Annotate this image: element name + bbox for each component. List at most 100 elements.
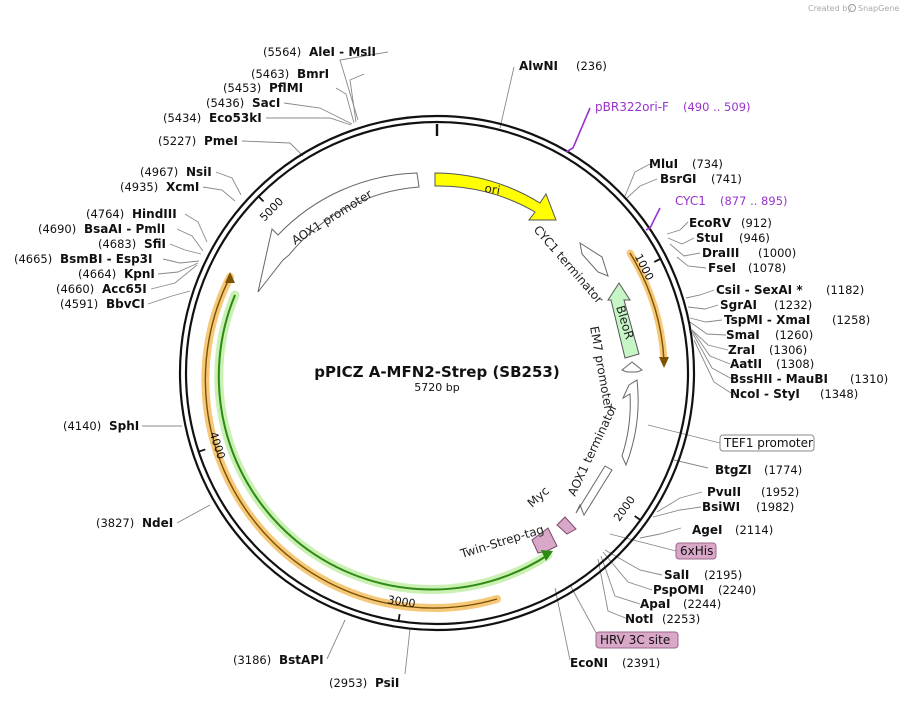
orange-right-arc-core xyxy=(629,252,665,361)
enzyme-name-pmei[interactable]: PmeI xyxy=(204,134,238,148)
primer-name-pbr322ori-f[interactable]: pBR322ori-F xyxy=(595,100,669,114)
enzyme-name-noti[interactable]: NotI xyxy=(625,612,654,626)
enzyme-name-alei[interactable]: AleI - MslI xyxy=(309,45,376,59)
pbr322ori-f-primer-mark[interactable] xyxy=(565,107,591,153)
enzyme-name-acc65i[interactable]: Acc65I xyxy=(102,282,147,296)
enzyme-pos-acc65i: (4660) xyxy=(56,282,94,296)
orange-left-arrowhead xyxy=(225,272,235,283)
scale-tick xyxy=(397,613,401,623)
enzyme-name-stui[interactable]: StuI xyxy=(696,231,723,245)
enzyme-pos-bmri: (5463) xyxy=(251,67,289,81)
backbone-outer-strand xyxy=(178,114,696,632)
scale-tick-label: 3000 xyxy=(387,593,417,610)
enzyme-name-sgrai[interactable]: SgrAI xyxy=(720,298,757,312)
enzyme-name-apai[interactable]: ApaI xyxy=(640,597,670,611)
em7-promoter-label: EM7 promoter xyxy=(587,325,616,411)
enzyme-name-psii[interactable]: PsiI xyxy=(375,676,399,690)
enzyme-pos-bbvci: (4591) xyxy=(60,297,98,311)
enzyme-name-pflmi[interactable]: PflMI xyxy=(269,81,303,95)
enzyme-name-hindiii[interactable]: HindIII xyxy=(132,207,177,221)
enzyme-name-tspmi[interactable]: TspMI - XmaI xyxy=(724,313,810,327)
green-left-arc-core xyxy=(217,294,549,591)
enzyme-name-bmri[interactable]: BmrI xyxy=(297,67,329,81)
tef1-promoter-box[interactable] xyxy=(719,434,815,452)
enzyme-name-bsaai[interactable]: BsaAI - PmlI xyxy=(84,222,165,236)
aox1-terminator-lower-feature[interactable] xyxy=(575,465,613,517)
enzyme-name-bsrgi[interactable]: BsrGI xyxy=(660,172,697,186)
enzyme-pos-pflmi: (5453) xyxy=(223,81,261,95)
enzyme-name-bsshii[interactable]: BssHII - MauBI xyxy=(730,372,828,386)
feature-layer xyxy=(201,172,669,613)
enzyme-pos-ncoi: (1348) xyxy=(820,387,858,401)
bleor-feature[interactable] xyxy=(607,282,640,359)
scale-tick xyxy=(197,448,206,453)
primer-labels: pBR322ori-F (490 .. 509) CYC1 (877 .. 89… xyxy=(595,100,788,208)
enzyme-pos-pspomi: (2240) xyxy=(718,583,756,597)
enzyme-pos-bsmbi: (4665) xyxy=(14,252,52,266)
enzyme-name-agei[interactable]: AgeI xyxy=(692,523,722,537)
em7-promoter-feature[interactable] xyxy=(621,361,643,373)
enzyme-name-eco53ki[interactable]: Eco53kI xyxy=(209,111,262,125)
enzyme-name-sphi[interactable]: SphI xyxy=(109,419,139,433)
orange-right-arrowhead xyxy=(659,357,669,368)
tef1-promoter-label: TEF1 promoter xyxy=(723,436,813,450)
plasmid-title: pPICZ A-MFN2-Strep (SB253) xyxy=(314,363,559,381)
enzyme-pos-ndei: (3827) xyxy=(96,516,134,530)
enzyme-name-sali[interactable]: SalI xyxy=(664,568,689,582)
scale-tick xyxy=(634,515,642,522)
aox1-terminator-feature[interactable] xyxy=(621,379,639,467)
enzyme-pos-psii: (2953) xyxy=(329,676,367,690)
enzyme-name-bbvci[interactable]: BbvCI xyxy=(106,297,145,311)
enzyme-name-bstapi[interactable]: BstAPI xyxy=(279,653,324,667)
cyc1-terminator-feature[interactable] xyxy=(579,241,609,277)
enzyme-pos-hindiii: (4764) xyxy=(86,207,124,221)
snapgene-brand-text: SnapGene xyxy=(858,4,899,13)
myc-tag-feature[interactable] xyxy=(556,516,577,535)
enzyme-pos-alwni: (236) xyxy=(576,59,607,73)
enzyme-pos-sfii: (4683) xyxy=(98,237,136,251)
enzyme-pos-nsii: (4967) xyxy=(140,165,178,179)
enzyme-name-mlui[interactable]: MluI xyxy=(649,157,678,171)
aox1-terminator-label: AOX1 terminator xyxy=(565,402,620,499)
enzyme-name-pvuii[interactable]: PvuII xyxy=(707,485,741,499)
enzyme-pos-zrai: (1306) xyxy=(769,343,807,357)
enzyme-name-aatii[interactable]: AatII xyxy=(730,357,762,371)
enzyme-name-sfii[interactable]: SfiI xyxy=(144,237,166,251)
enzyme-pos-draiii: (1000) xyxy=(758,246,796,260)
enzyme-name-kpni[interactable]: KpnI xyxy=(124,267,155,281)
6xhis-box[interactable] xyxy=(675,542,717,560)
primer-name-cyc1[interactable]: CYC1 xyxy=(675,194,706,208)
enzyme-name-bsmbi[interactable]: BsmBI - Esp3I xyxy=(60,252,152,266)
enzyme-pos-pmei: (5227) xyxy=(158,134,196,148)
enzyme-name-saci[interactable]: SacI xyxy=(252,96,280,110)
primer-range-cyc1: (877 .. 895) xyxy=(720,194,788,208)
enzyme-name-draiii[interactable]: DraIII xyxy=(702,246,739,260)
cyc1-primer-mark[interactable] xyxy=(645,207,661,231)
enzyme-name-alwni[interactable]: AlwNI xyxy=(519,59,558,73)
green-left-arrowhead xyxy=(541,550,553,561)
enzyme-name-ecorv[interactable]: EcoRV xyxy=(689,216,732,230)
orange-left-arc-feature[interactable] xyxy=(201,273,501,613)
enzyme-name-bsiwi[interactable]: BsiWI xyxy=(702,500,740,514)
hrv-3c-site-box[interactable] xyxy=(595,631,679,649)
twin-strep-tag-feature[interactable] xyxy=(531,527,558,554)
enzyme-name-btgzi[interactable]: BtgZI xyxy=(715,463,752,477)
enzyme-name-xcmi[interactable]: XcmI xyxy=(166,180,199,194)
enzyme-name-fsei[interactable]: FseI xyxy=(708,261,736,275)
enzyme-name-ncoi[interactable]: NcoI - StyI xyxy=(730,387,800,401)
enzyme-name-zrai[interactable]: ZraI xyxy=(728,343,755,357)
enzyme-pos-econi: (2391) xyxy=(622,656,660,670)
ori-feature[interactable] xyxy=(434,172,557,221)
enzyme-name-econi[interactable]: EcoNI xyxy=(570,656,608,670)
enzyme-pos-bsaai: (4690) xyxy=(38,222,76,236)
enzyme-name-csii[interactable]: CsiI - SexAI * xyxy=(716,283,803,297)
enzyme-name-ndei[interactable]: NdeI xyxy=(142,516,173,530)
enzyme-name-smai[interactable]: SmaI xyxy=(726,328,760,342)
enzyme-pos-csii: (1182) xyxy=(826,283,864,297)
primer-range-pbr322ori-f: (490 .. 509) xyxy=(683,100,751,114)
enzyme-pos-aatii: (1308) xyxy=(776,357,814,371)
enzyme-name-nsii[interactable]: NsiI xyxy=(186,165,212,179)
enzyme-name-pspomi[interactable]: PspOMI xyxy=(653,583,704,597)
aox1-promoter-feature[interactable] xyxy=(257,172,420,293)
enzyme-pos-agei: (2114) xyxy=(735,523,773,537)
